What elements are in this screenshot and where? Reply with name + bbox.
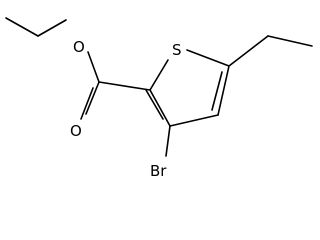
atom-label-ester-oxygen: O: [73, 38, 85, 56]
bond-c2-s: [149, 59, 169, 91]
bond-ethyl-ch3-ch2: [5, 17, 39, 37]
bond-c3-br: [165, 125, 171, 157]
atom-label-sulfur: S: [172, 41, 182, 59]
bond-c3-c2: [149, 89, 171, 127]
bond-o-carbonyl-c: [87, 51, 100, 83]
bond-s-c5: [186, 49, 230, 67]
bond-carbonyl-c-c2: [98, 81, 151, 91]
bond-ch2-ch3: [267, 35, 313, 47]
bond-c5-c4: [217, 65, 230, 116]
bond-c5-c4-inner: [211, 71, 223, 111]
bond-c5-ch2: [228, 35, 269, 67]
molecule-structure: S O O Br: [5, 17, 313, 180]
bond-carbonyl-double-2: [80, 87, 94, 120]
atom-label-carbonyl-oxygen: O: [70, 122, 82, 140]
bond-c4-c3: [169, 114, 219, 127]
bond-c3-c2-inner: [145, 89, 164, 120]
atom-label-bromine: Br: [150, 162, 167, 180]
bond-carbonyl-double-1: [85, 81, 100, 115]
bond-ethyl-ch2-o: [37, 19, 67, 37]
